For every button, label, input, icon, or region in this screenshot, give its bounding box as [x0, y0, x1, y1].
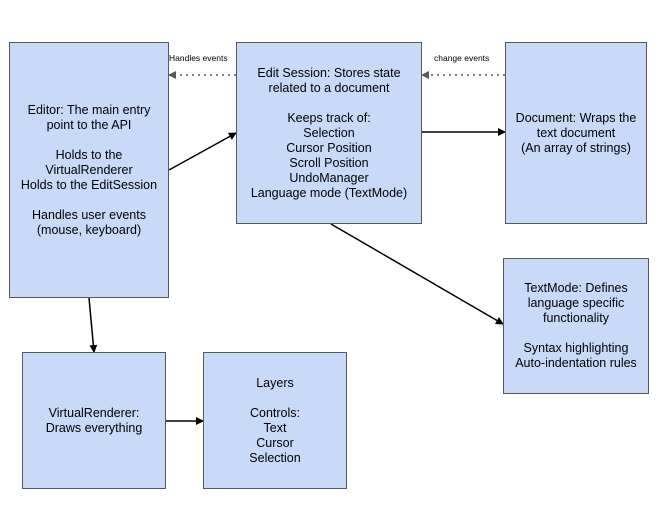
- editor-line: Editor: The main entry: [27, 102, 151, 117]
- editor-line: point to the API: [46, 117, 132, 132]
- layers-line: Cursor: [256, 435, 294, 450]
- layers-line: Layers: [256, 375, 294, 390]
- editor-line: (mouse, keyboard): [36, 222, 142, 237]
- editor-line: VirtualRenderer: [45, 162, 133, 177]
- text-mode-box: TextMode: Defines language specific func…: [503, 258, 649, 394]
- edit-session-line: Scroll Position: [289, 155, 369, 170]
- handles-events-label: Handles events: [169, 53, 228, 63]
- virtual-renderer-line: Draws everything: [45, 420, 143, 435]
- layers-line: Controls:: [249, 405, 301, 420]
- arrow-editor-to-edit-session: [168, 132, 237, 171]
- document-line: Document: Wraps the: [515, 110, 637, 125]
- text-mode-line: Syntax highlighting: [523, 341, 629, 355]
- edit-session-box: Edit Session: Stores state related to a …: [236, 42, 422, 224]
- text-mode-line: language specific: [527, 296, 625, 310]
- edit-session-line: Language mode (TextMode): [250, 185, 408, 200]
- editor-line: Handles user events: [32, 207, 146, 222]
- edit-session-line: Cursor Position: [286, 140, 372, 155]
- arrow-edit-session-to-text-mode: [330, 223, 504, 325]
- layers-box: Layers Controls: Text Cursor Selection: [203, 352, 347, 489]
- edit-session-line: Keeps track of:: [287, 110, 371, 125]
- editor-line: Holds to the EditSession: [20, 177, 158, 192]
- layers-line: Text: [263, 420, 287, 435]
- change-events-label: change events: [434, 53, 490, 63]
- edit-session-line: related to a document: [268, 80, 390, 95]
- document-line: (An array of strings): [521, 140, 631, 155]
- virtual-renderer-box: VirtualRenderer: Draws everything: [22, 352, 166, 489]
- editor-box: Editor: The main entry point to the API …: [9, 42, 169, 298]
- virtual-renderer-line: VirtualRenderer:: [48, 405, 140, 420]
- arrow-editor-to-virtual-renderer: [88, 297, 98, 353]
- text-mode-line: Auto-indentation rules: [515, 356, 637, 370]
- editor-line: Holds to the: [55, 147, 123, 162]
- document-box: Document: Wraps the text document (An ar…: [505, 42, 647, 224]
- document-line: text document: [536, 125, 616, 140]
- edit-session-line: UndoManager: [289, 170, 369, 185]
- text-mode-line: TextMode: Defines: [524, 281, 628, 295]
- edit-session-line: Selection: [303, 125, 355, 140]
- text-mode-line: functionality: [542, 311, 609, 325]
- layers-line: Selection: [249, 450, 301, 465]
- edit-session-line: Edit Session: Stores state: [257, 65, 401, 80]
